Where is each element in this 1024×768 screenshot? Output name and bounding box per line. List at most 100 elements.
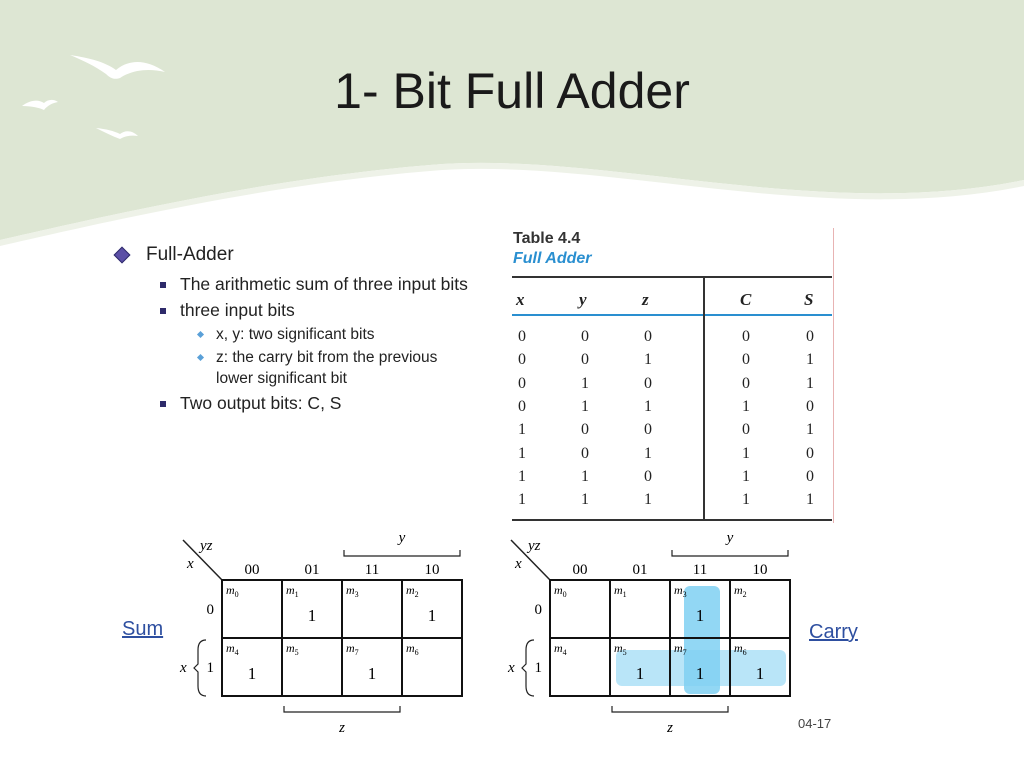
cell-value: 1	[696, 606, 705, 625]
minterm-label: m0	[554, 583, 567, 599]
row-var-label: x	[514, 556, 522, 572]
table-output-separator	[703, 276, 705, 520]
col-label: 11	[365, 562, 379, 578]
row-label: 1	[207, 660, 215, 676]
bullet-list: Full-Adder The arithmetic sum of three i…	[112, 240, 472, 415]
table-label: Table 4.4	[513, 230, 581, 247]
row-label: 0	[207, 602, 215, 618]
row-var-label: x	[186, 556, 194, 572]
corner-diagonal	[182, 539, 223, 581]
panel-edge-line	[833, 228, 834, 523]
minterm-label: m3	[346, 583, 359, 599]
bullet-full-adder: Full-Adder	[112, 240, 472, 270]
table-cell: 1	[806, 374, 814, 392]
minterm-label: m4	[554, 641, 567, 657]
table-cell: 0	[644, 374, 652, 392]
row-label: 1	[535, 660, 543, 676]
square-bullet-icon	[160, 282, 166, 288]
table-cell: 0	[581, 328, 589, 345]
x-brace	[193, 639, 207, 697]
y-var-label: y	[725, 530, 734, 546]
col-label: 10	[425, 562, 440, 578]
cell-value: 1	[428, 606, 437, 625]
table-cell: 0	[581, 444, 589, 462]
table-cell: 1	[518, 467, 526, 485]
corner-diagonal	[510, 539, 551, 581]
table-header-x: x	[516, 290, 525, 309]
sum-label[interactable]: Sum	[122, 618, 164, 640]
table-cell: 1	[581, 467, 589, 485]
table-cell: 1	[742, 444, 750, 462]
table-cell: 0	[806, 397, 814, 415]
table-cell: 1	[742, 467, 750, 485]
y-var-label: y	[397, 530, 406, 546]
col-label: 11	[693, 562, 707, 578]
minterm-label: m7	[346, 641, 359, 657]
bullet-text: x, y: two significant bits	[216, 326, 375, 343]
table-cell: 0	[644, 421, 652, 439]
z-var-label: z	[666, 720, 673, 736]
x-brace	[521, 639, 535, 697]
minterm-label: m2	[734, 583, 747, 599]
bullet-three-input-bits: three input bits	[158, 299, 472, 322]
col-label: 01	[305, 562, 320, 578]
table-cell: 0	[742, 421, 750, 439]
bullet-text: The arithmetic sum of three input bits	[180, 274, 468, 294]
table-cell: 1	[581, 397, 589, 415]
table-caption: Full Adder	[513, 250, 592, 267]
slide-title: 1- Bit Full Adder	[334, 63, 690, 119]
y-brace	[671, 550, 789, 557]
table-cell: 1	[518, 421, 526, 439]
y-brace	[343, 550, 461, 557]
table-cell: 0	[742, 328, 750, 345]
minterm-label: m6	[734, 641, 747, 657]
table-cell: 1	[806, 351, 814, 369]
carry-label[interactable]: Carry	[809, 621, 858, 643]
col-label: 01	[633, 562, 648, 578]
bullet-text: Two output bits: C, S	[180, 393, 342, 413]
table-cell: 0	[518, 328, 526, 345]
table-cell: 0	[518, 351, 526, 369]
bullet-text: z: the carry bit from the previous lower…	[216, 349, 438, 387]
table-cell: 0	[518, 374, 526, 392]
col-label: 00	[245, 562, 260, 578]
x-var-label: x	[179, 660, 187, 676]
table-cell: 1	[518, 491, 526, 509]
table-header-y: y	[579, 290, 587, 309]
table-header-z: z	[642, 290, 649, 309]
table-cell: 1	[806, 421, 814, 439]
minterm-label: m5	[286, 641, 299, 657]
bullet-output-bits: Two output bits: C, S	[158, 392, 472, 415]
header-background	[0, 0, 1024, 246]
table-cell: 0	[644, 467, 652, 485]
small-diamond-bullet-icon	[196, 330, 205, 339]
cell-value: 1	[636, 664, 645, 683]
table-cell: 0	[644, 328, 652, 345]
table-cell: 1	[742, 491, 750, 509]
row-label: 0	[535, 602, 543, 618]
table-cell: 0	[742, 351, 750, 369]
bullet-xy-bits: x, y: two significant bits	[194, 324, 472, 345]
x-var-label: x	[507, 660, 515, 676]
square-bullet-icon	[160, 308, 166, 314]
page-number: 04-17	[798, 716, 832, 731]
table-cell: 1	[644, 397, 652, 415]
minterm-label: m3	[674, 583, 687, 599]
table-cell: 1	[581, 374, 589, 392]
small-diamond-bullet-icon	[196, 353, 205, 362]
minterm-label: m6	[406, 641, 419, 657]
col-var-label: yz	[526, 538, 541, 554]
minterm-label: m0	[226, 583, 239, 599]
minterm-label: m2	[406, 583, 419, 599]
table-header-c: C	[740, 290, 752, 309]
bullet-z-carry-bit: z: the carry bit from the previous lower…	[194, 347, 472, 389]
bird-icon	[22, 55, 165, 139]
minterm-label: m4	[226, 641, 239, 657]
cell-value: 1	[756, 664, 765, 683]
table-header-s: S	[804, 290, 814, 309]
table-cell: 0	[742, 374, 750, 392]
table-cell: 1	[806, 491, 814, 509]
table-cell: 0	[518, 397, 526, 415]
bullet-text: three input bits	[180, 300, 295, 320]
